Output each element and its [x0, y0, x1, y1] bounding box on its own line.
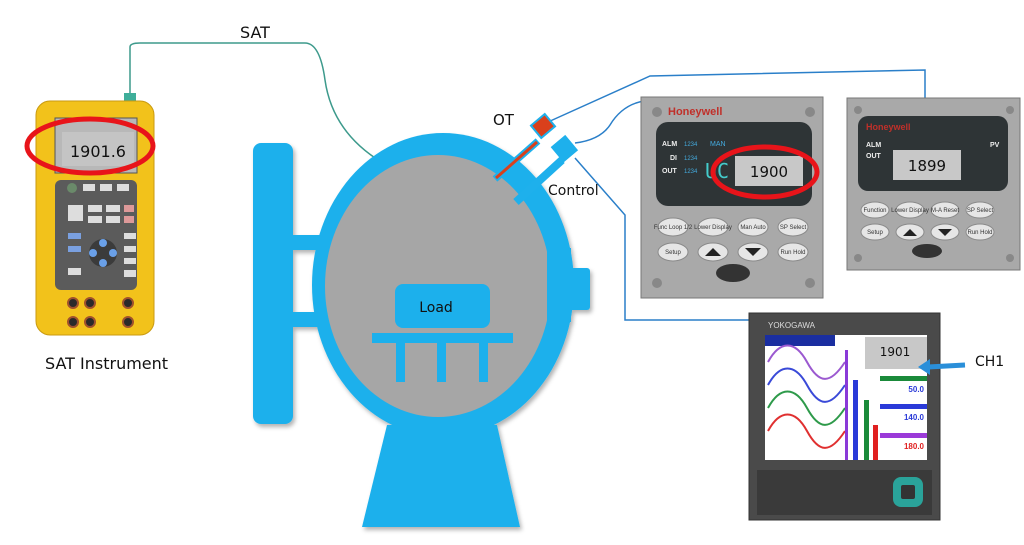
ma-reset-button[interactable]: M-A Reset — [931, 208, 959, 214]
run-hold-button[interactable]: Run Hold — [780, 250, 805, 256]
door-clamp — [547, 248, 571, 322]
sat-reading-highlight — [24, 116, 156, 176]
lower-display-button[interactable]: Lower Display — [891, 208, 929, 214]
lower-display-button[interactable]: Lower Display — [694, 225, 732, 231]
indicator-alm-value: 1234 — [684, 142, 698, 148]
controller-1-keypad: Func Loop 1/2 Lower Display Man Auto SP … — [654, 217, 809, 282]
recorder-reading-box — [865, 337, 927, 369]
mode-indicator: MAN — [710, 141, 726, 148]
controller-1-brand: Honeywell — [668, 106, 722, 118]
pv-label: PV — [990, 142, 1000, 149]
ch1-arrow-head — [918, 359, 930, 375]
recorder-value-3: 180.0 — [904, 442, 925, 451]
control-signal-wire-to-controller — [574, 99, 656, 144]
load-shelf — [372, 333, 513, 343]
indicator-alm: ALM — [866, 142, 881, 149]
indicator-out: OUT — [662, 168, 678, 175]
sat-reading-box — [62, 132, 134, 166]
recorder-value-2: 140.0 — [904, 413, 925, 422]
ch1-arrow — [927, 362, 966, 370]
controller-1-reading: 1900 — [750, 163, 788, 181]
furnace-stand — [362, 425, 520, 527]
indicator-out: OUT — [866, 153, 882, 160]
shelf-leg — [437, 343, 446, 382]
indicator-di-value: 1234 — [684, 156, 698, 162]
ot-label: OT — [493, 111, 515, 129]
sat-label: SAT — [240, 23, 270, 42]
load — [395, 284, 490, 328]
sp-select-button[interactable]: SP Select — [780, 225, 807, 231]
controller-2-keypad: Function Lower Display M-A Reset SP Sele… — [860, 201, 995, 258]
control-controller: Honeywell ALM DI OUT 1234 1234 1234 MAN … — [640, 96, 824, 299]
furnace-door — [253, 143, 293, 424]
ot-signal-wire — [547, 69, 926, 123]
man-auto-button[interactable]: Man Auto — [740, 225, 766, 231]
control-signal-wire-to-recorder — [574, 157, 750, 321]
control-thermocouple — [513, 134, 579, 205]
recorder-value-1: 50.0 — [908, 385, 924, 394]
shelf-leg — [479, 343, 488, 382]
indicator-out-value: 1234 — [684, 169, 698, 175]
sat-instrument-label: SAT Instrument — [45, 354, 168, 373]
controller-2-reading: 1899 — [908, 157, 946, 175]
up-arrow-icon — [903, 229, 917, 236]
sat-reading: 1901.6 — [70, 142, 126, 161]
ot-thermocouple — [492, 112, 557, 182]
function-button[interactable]: Function — [863, 208, 886, 214]
controller-1-highlight — [710, 144, 820, 200]
down-arrow-icon — [745, 248, 761, 256]
furnace — [253, 133, 590, 527]
recorder-reading: 1901 — [880, 345, 911, 359]
probe-connector — [124, 93, 136, 101]
sat-instrument: 1901.6 — [24, 93, 156, 336]
down-arrow-icon — [938, 229, 952, 236]
chart-recorder: YOKOGAWA 50.0 140.0 180.0 1901 — [748, 312, 941, 521]
shelf-leg — [396, 343, 405, 382]
clamp-knob — [569, 268, 590, 310]
controller-2-brand: Honeywell — [866, 122, 911, 132]
run-hold-button[interactable]: Run Hold — [967, 230, 992, 236]
load-label: Load — [419, 300, 453, 316]
sp-select-button[interactable]: SP Select — [967, 208, 994, 214]
ch1-label: CH1 — [975, 354, 1004, 370]
indicator-alm: ALM — [662, 141, 677, 148]
recorder-brand: YOKOGAWA — [768, 321, 816, 330]
ot-controller: Honeywell ALM OUT PV 1899 Function Lower… — [846, 97, 1021, 271]
controller-2-reading-box — [893, 150, 961, 180]
up-arrow-icon — [705, 248, 721, 256]
setup-button[interactable]: Setup — [665, 250, 681, 256]
controller-1-reading-box — [735, 156, 803, 186]
control-label: Control — [548, 183, 599, 199]
func-loop-button[interactable]: Func Loop 1/2 — [654, 225, 693, 231]
setup-button[interactable]: Setup — [867, 230, 883, 236]
indicator-di: DI — [670, 155, 677, 162]
